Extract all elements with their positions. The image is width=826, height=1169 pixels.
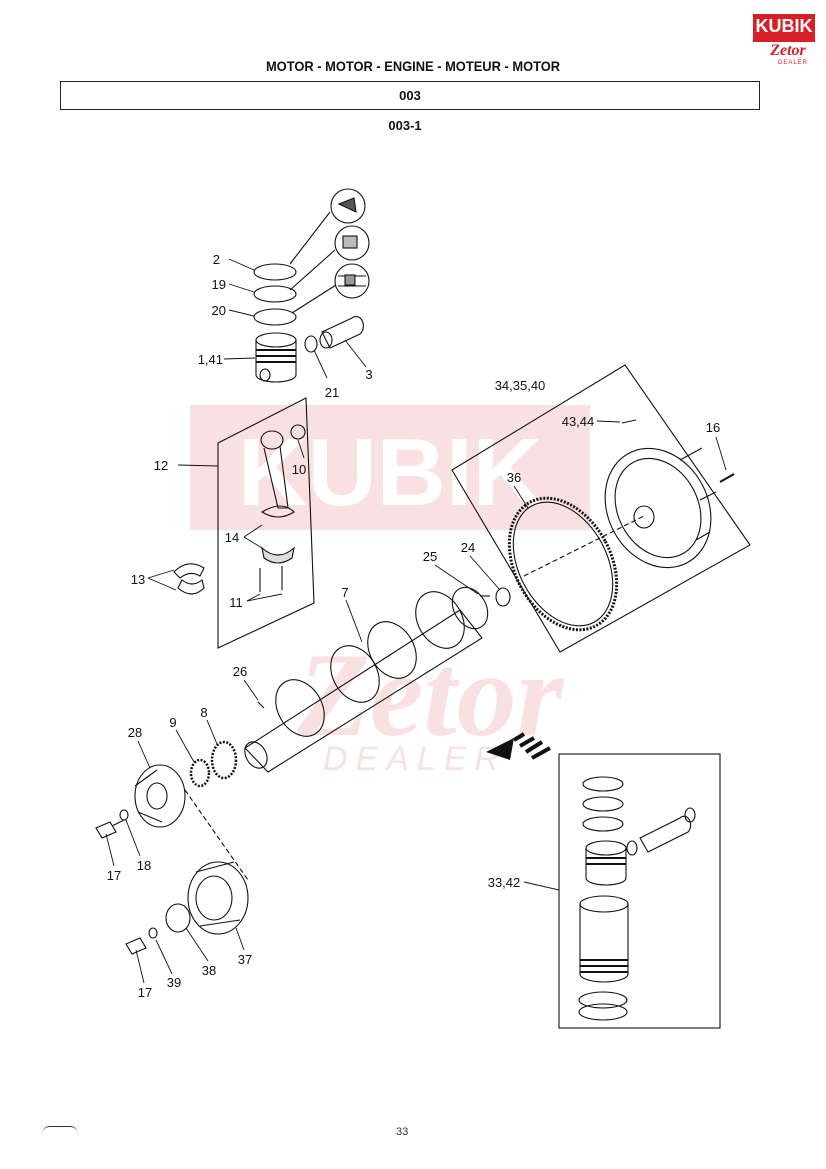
ring-profile-details [289,188,370,314]
logo-brand: KUBIK [755,16,813,36]
callout-17a: 17 [107,868,121,883]
footer-mark [42,1126,78,1137]
callout-3: 3 [365,367,372,382]
callout-7: 7 [341,585,348,600]
callout-26: 26 [233,664,247,679]
logo-badge [753,14,815,42]
logo-dealer: DEALER [777,60,808,66]
cylinder-kit-frame [558,753,721,1029]
piston [255,332,297,383]
callout-11: 11 [229,595,243,610]
crankshaft-seals [257,587,511,709]
callout-33-42: 33,42 [488,875,521,890]
piston-pin [304,315,364,353]
watermark-dealer: DEALER [323,740,507,778]
callout-21: 21 [325,385,339,400]
callout-13: 13 [131,572,145,587]
callout-2: 2 [213,252,220,267]
callout-43-44: 43,44 [562,414,595,429]
page-title: MOTOR - MOTOR - ENGINE - MOTEUR - MOTOR [265,58,561,74]
callout-17b: 17 [138,985,152,1000]
page-number: 33 [396,1126,409,1138]
callout-34-35-40: 34,35,40 [495,378,546,393]
ring-gear [507,496,619,632]
callout-36: 36 [507,470,521,485]
connecting-rod-frame [217,397,315,649]
timing-gear [189,740,238,788]
bolts-washers [95,809,158,955]
group-code: 003 [399,88,421,103]
callout-9: 9 [169,715,176,730]
callout-8: 8 [200,705,207,720]
callout-14: 14 [225,530,239,545]
front-direction-arrow [486,732,551,760]
logo-sub: Zetor [770,42,806,59]
callout-39: 39 [167,975,181,990]
callout-19: 19 [212,277,226,292]
callout-12: 12 [154,458,168,473]
callout-25: 25 [423,549,437,564]
callout-labels: 2 19 20 1,41 21 3 12 10 14 13 11 34,35,4… [107,252,720,1000]
leader-lines [105,258,727,984]
damper-pulley [165,861,249,935]
kubik-zetor-logo: KUBIK Zetor DEALER [753,14,815,68]
callout-16: 16 [706,420,720,435]
watermark: KUBIK Zetor DEALER [190,405,590,778]
front-pulley [134,764,186,828]
callout-24: 24 [461,540,475,555]
figure-code: 003-1 [388,118,422,133]
callout-38: 38 [202,963,216,978]
connecting-rod [259,424,306,592]
callout-28: 28 [128,725,142,740]
crankshaft [244,586,489,773]
group-code-box: 003 [60,81,760,110]
flywheel [604,447,717,569]
callout-37: 37 [238,952,252,967]
piston-rings [253,263,297,326]
callout-10: 10 [292,462,306,477]
callout-20: 20 [212,303,226,318]
callout-1-41: 1,41 [198,352,223,367]
cylinder-kit [578,776,696,1021]
callout-18: 18 [137,858,151,873]
flywheel-frame [451,364,751,653]
bearing-shells [173,563,205,595]
